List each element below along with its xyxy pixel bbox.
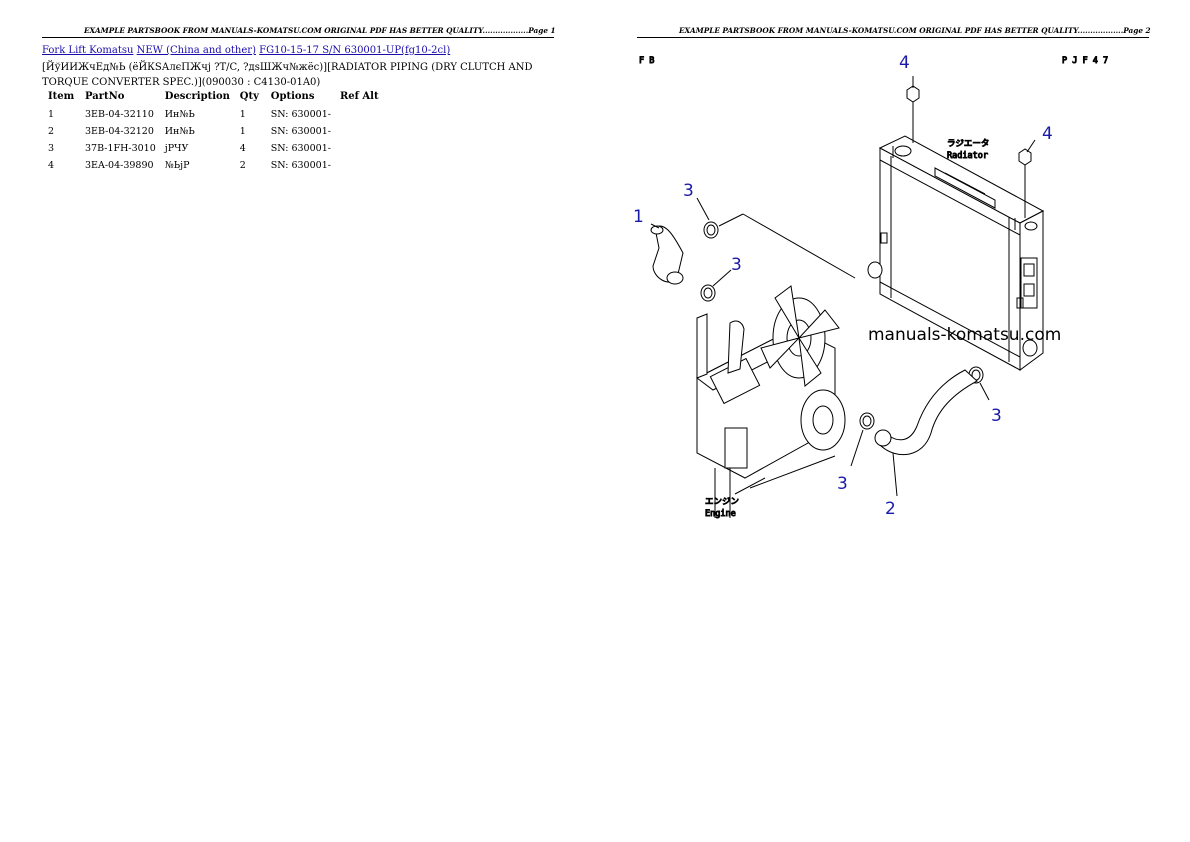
cell-partno: 3EA-04-39890 <box>85 160 154 171</box>
cell-options: SN: 630001- <box>270 126 331 137</box>
section-title: [ЙўИИЖчЕд№Ь (ёЙКSАлєПЖчј ?T/C, ?дsШЖч№жё… <box>42 60 542 90</box>
cell-item: 4 <box>48 160 55 171</box>
upper-hose <box>650 225 684 285</box>
radiator-label-en: Radiator <box>947 151 988 161</box>
page-header: EXAMPLE PARTSBOOK FROM MANUALS-KOMATSU.C… <box>679 26 1151 35</box>
cell-item: 3 <box>48 143 55 154</box>
breadcrumb: Fork Lift Komatsu NEW (China and other) … <box>42 45 450 56</box>
cell-ref-alt <box>334 106 382 123</box>
column-header-qty: Qty <box>239 91 259 102</box>
cell-partno: 3EB-04-32110 <box>85 109 154 120</box>
cell-qty: 1 <box>239 126 246 137</box>
callout-item-3-right: 3 <box>991 406 1002 426</box>
parts-table: Item PartNo Description Qty Options Ref … <box>42 90 382 174</box>
cell-ref-alt <box>334 140 382 157</box>
breadcrumb-link-model[interactable]: FG10-15-17 S/N 630001-UP(fg10-2cl) <box>259 45 451 56</box>
section-title-line-1: [ЙўИИЖчЕд№Ь (ёЙКSАлєПЖчј ?T/C, ?дsШЖч№жё… <box>42 62 533 73</box>
cell-ref-alt <box>334 157 382 174</box>
callout-item-1: 1 <box>633 207 644 227</box>
engine-illustration <box>696 285 846 518</box>
table-header-row: Item PartNo Description Qty Options Ref … <box>42 90 382 106</box>
hose-clamp-mid-left <box>700 284 716 302</box>
column-header-ref-alt: Ref Alt <box>339 91 379 102</box>
callout-item-3-lower: 3 <box>837 474 848 494</box>
callout-item-4-top: 4 <box>899 53 910 73</box>
callout-item-2: 2 <box>885 499 896 519</box>
drawing-corner-ref-right: P J F 4 7 <box>1062 56 1108 66</box>
engine-label-en: Engine <box>705 509 736 519</box>
radiator-cap-side <box>1018 148 1032 218</box>
engine-label-jp: エンジン <box>705 497 739 507</box>
header-rule <box>42 37 554 38</box>
callout-item-3-middle: 3 <box>731 255 742 275</box>
drawing-corner-ref-left: F B <box>639 56 654 66</box>
table-row: 2 3EB-04-32120 Ин№Ь 1 SN: 630001- <box>42 123 382 140</box>
cell-qty: 1 <box>239 109 246 120</box>
cell-options: SN: 630001- <box>270 109 331 120</box>
breadcrumb-link-category[interactable]: Fork Lift Komatsu <box>42 45 134 56</box>
cell-ref-alt <box>334 123 382 140</box>
table-row: 3 37B-1FH-3010 јРЧУ 4 SN: 630001- <box>42 140 382 157</box>
watermark-text: manuals-komatsu.com <box>868 325 1061 345</box>
cell-partno: 37B-1FH-3010 <box>85 143 156 154</box>
cell-description: јРЧУ <box>164 143 189 154</box>
hose-clamp-upper-left <box>703 221 719 239</box>
cell-item: 2 <box>48 126 55 137</box>
cell-options: SN: 630001- <box>270 160 331 171</box>
radiator-label-jp: ラジエータ <box>947 139 989 149</box>
cell-qty: 4 <box>239 143 246 154</box>
column-header-options: Options <box>270 91 315 102</box>
radiator-cap-top <box>906 85 920 143</box>
lower-hose <box>874 369 978 456</box>
cell-description: №ЬјР <box>164 160 190 171</box>
cell-description: Ин№Ь <box>164 126 195 137</box>
page-header: EXAMPLE PARTSBOOK FROM MANUALS-KOMATSU.C… <box>84 26 556 35</box>
callout-item-3-upper: 3 <box>683 181 694 201</box>
parts-diagram: F B P J F 4 7 <box>633 48 1109 528</box>
hose-clamp-lower-left <box>859 412 875 430</box>
column-header-description: Description <box>164 91 230 102</box>
callout-item-4-side: 4 <box>1042 124 1053 144</box>
cell-options: SN: 630001- <box>270 143 331 154</box>
table-row: 4 3EA-04-39890 №ЬјР 2 SN: 630001- <box>42 157 382 174</box>
breadcrumb-link-region[interactable]: NEW (China and other) <box>136 45 256 56</box>
cell-partno: 3EB-04-32120 <box>85 126 154 137</box>
page-2: EXAMPLE PARTSBOOK FROM MANUALS-KOMATSU.C… <box>595 0 1190 842</box>
cell-item: 1 <box>48 109 55 120</box>
radiator-illustration <box>867 135 1045 371</box>
cell-description: Ин№Ь <box>164 109 195 120</box>
table-row: 1 3EB-04-32110 Ин№Ь 1 SN: 630001- <box>42 106 382 123</box>
radiator-piping-drawing: F B P J F 4 7 <box>633 53 1109 520</box>
page-1: EXAMPLE PARTSBOOK FROM MANUALS-KOMATSU.C… <box>42 26 556 174</box>
section-title-line-2: TORQUE CONVERTER SPEC.)](090030 : C4130-… <box>42 77 321 88</box>
header-rule <box>637 37 1149 38</box>
column-header-item: Item <box>48 91 75 102</box>
cell-qty: 2 <box>239 160 246 171</box>
column-header-partno: PartNo <box>85 91 125 102</box>
